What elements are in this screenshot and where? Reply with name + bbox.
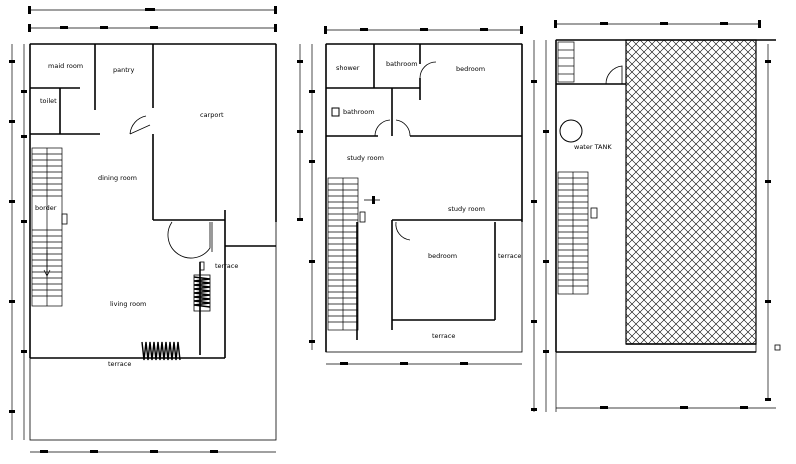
first-floor-boundary [325, 43, 523, 353]
roof-plan: water TANK [531, 20, 781, 412]
toilet-label: toilet [40, 97, 57, 105]
pantry-label: pantry [113, 66, 134, 74]
bedroom-bottom-label: bedroom [428, 252, 457, 260]
terrace-side-label: terrace [215, 262, 238, 270]
dimension-line-bottom [555, 352, 776, 412]
coil-symbol-front [141, 341, 181, 361]
ground-floor-stairs [31, 147, 63, 307]
water-tank-label: water TANK [574, 143, 612, 151]
shower-label: shower [336, 64, 360, 72]
hatched-roof-area [625, 39, 757, 345]
roof-stairs [557, 171, 589, 295]
bathroom-mid-label: bathroom [343, 108, 375, 116]
maid-room-label: maid room [48, 62, 83, 70]
dimension-line-bottom [326, 362, 522, 365]
water-tank-symbol [559, 119, 583, 143]
terrace-side-label: terrace [498, 252, 521, 260]
study-room-right-label: study room [448, 205, 485, 213]
dimension-line-top [28, 6, 277, 32]
bedroom-top-label: bedroom [456, 65, 485, 73]
dimension-line-top [554, 20, 761, 28]
dimension-line-right [765, 44, 771, 401]
border-label: border [35, 204, 57, 212]
dimension-line-left [9, 44, 27, 440]
terrace-bottom-label: terrace [432, 332, 455, 340]
carport-label: carport [200, 111, 224, 119]
dimension-line-bottom [30, 450, 276, 453]
first-floor-plan: shower bathroom bedroom bathroom study r… [297, 26, 523, 365]
bathroom-top-label: bathroom [386, 60, 418, 68]
dimension-line-left [531, 40, 549, 412]
dimension-line-top [324, 26, 523, 34]
study-room-left-label: study room [347, 154, 384, 162]
first-floor-stairs [327, 177, 359, 331]
ground-floor-plan: maid room pantry toilet carport dining r… [9, 6, 277, 453]
dining-room-label: dining room [98, 174, 137, 182]
coil-symbol-side [193, 274, 211, 312]
roof-stair-top [557, 41, 575, 83]
dimension-line-left [297, 44, 315, 350]
terrace-front-label: terrace [108, 360, 131, 368]
living-room-label: living room [110, 300, 146, 308]
